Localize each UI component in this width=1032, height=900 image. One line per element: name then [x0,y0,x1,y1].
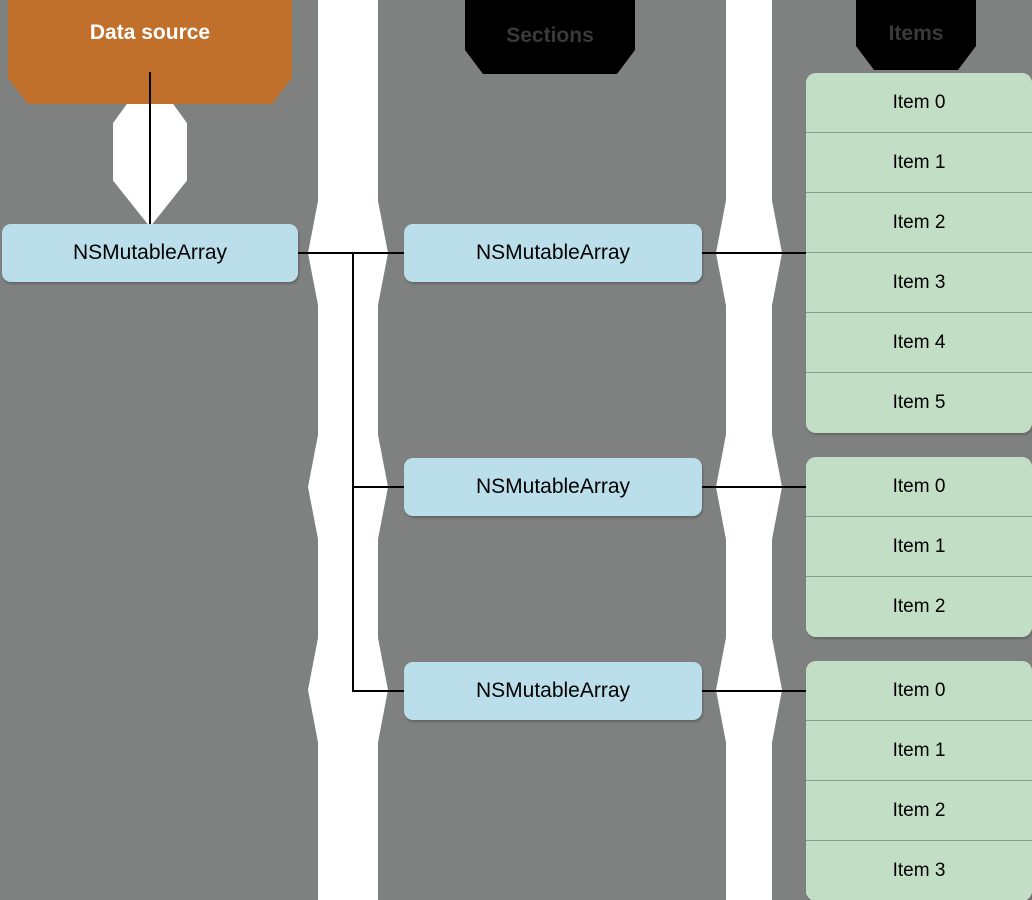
list-item[interactable]: Item 3 [806,841,1032,900]
list-item[interactable]: Item 1 [806,133,1032,193]
list-item[interactable]: Item 3 [806,253,1032,313]
item-group-2: Item 0 Item 1 Item 2 [806,457,1032,637]
list-item[interactable]: Item 1 [806,721,1032,781]
section-array-box-2[interactable]: NSMutableArray [404,458,702,516]
list-item[interactable]: Item 2 [806,781,1032,841]
line-section-1-to-items [700,252,812,254]
line-trunk-to-section-3 [352,690,408,692]
line-trunk-to-section-2 [352,486,408,488]
list-item[interactable]: Item 2 [806,577,1032,637]
root-array-box[interactable]: NSMutableArray [2,224,298,282]
sections-header: Sections [465,0,635,74]
list-item[interactable]: Item 0 [806,661,1032,721]
list-item[interactable]: Item 0 [806,457,1032,517]
item-group-1: Item 0 Item 1 Item 2 Item 3 Item 4 Item … [806,73,1032,433]
items-header: Items [856,0,976,70]
list-item[interactable]: Item 5 [806,373,1032,433]
item-group-3: Item 0 Item 1 Item 2 Item 3 [806,661,1032,900]
list-item[interactable]: Item 0 [806,73,1032,133]
list-item[interactable]: Item 1 [806,517,1032,577]
section-array-box-3[interactable]: NSMutableArray [404,662,702,720]
line-section-2-to-items [700,486,812,488]
list-item[interactable]: Item 4 [806,313,1032,373]
line-section-trunk [352,252,354,692]
list-item[interactable]: Item 2 [806,193,1032,253]
line-section-3-to-items [700,690,812,692]
section-array-box-1[interactable]: NSMutableArray [404,224,702,282]
line-datasource-stem [149,72,151,228]
